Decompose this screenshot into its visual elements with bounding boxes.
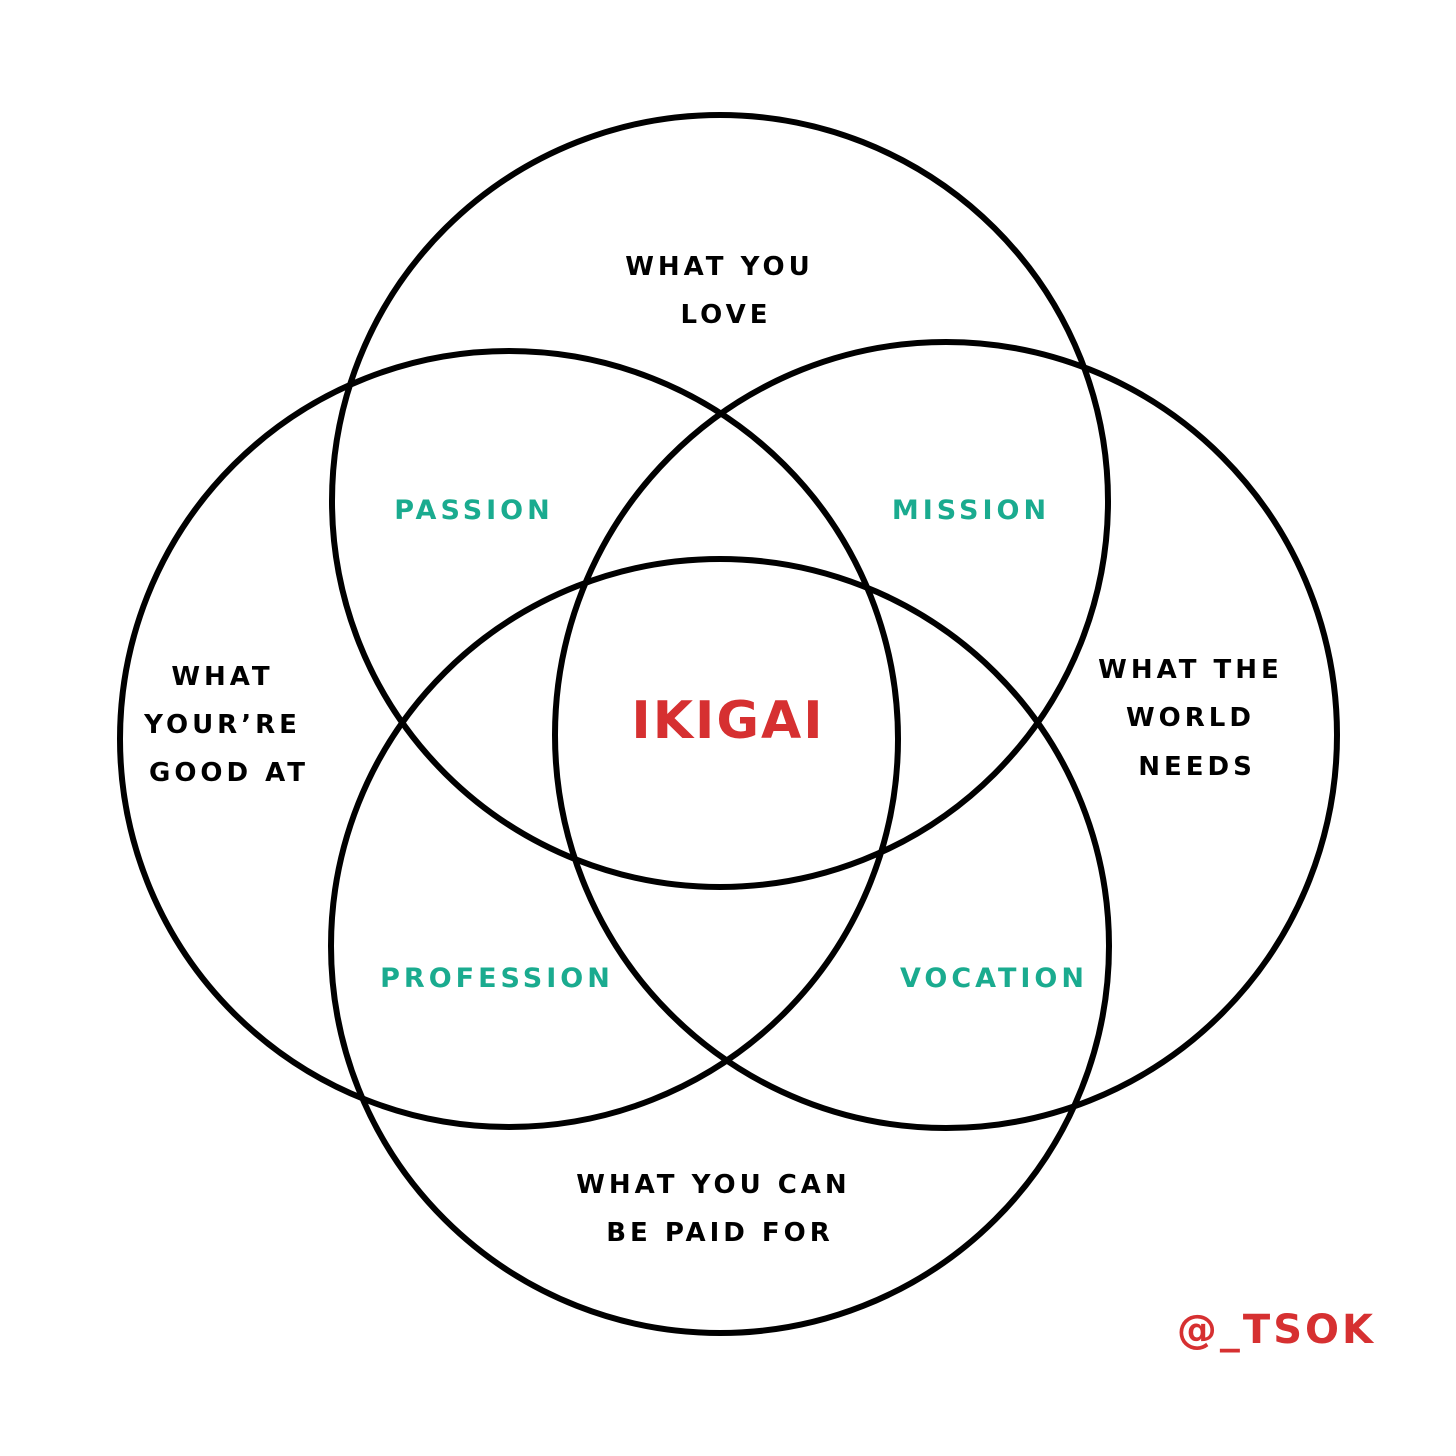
label-ikigai: IKIGAI — [631, 691, 824, 751]
label-line: WORLD — [1126, 703, 1255, 733]
author-handle: @_TSOK — [1177, 1307, 1376, 1353]
label-what-you-can-be-paid-for: WHAT YOU CAN BE PAID FOR — [576, 1170, 864, 1248]
label-passion: PASSION — [394, 495, 553, 526]
label-line: BE PAID FOR — [606, 1218, 834, 1248]
label-what-youre-good-at: WHAT YOUR’RE GOOD AT — [143, 662, 314, 788]
label-vocation: VOCATION — [900, 963, 1088, 994]
label-line: WHAT THE — [1098, 655, 1283, 685]
label-line: NEEDS — [1138, 752, 1256, 782]
circle-left — [117, 348, 901, 1130]
label-line: YOUR’RE — [143, 710, 301, 740]
label-line: GOOD AT — [149, 758, 309, 788]
label-line: LOVE — [681, 300, 772, 330]
circle-bottom — [328, 556, 1112, 1336]
label-profession: PROFESSION — [380, 963, 614, 994]
label-line: WHAT YOU CAN — [576, 1170, 850, 1200]
label-line: WHAT — [171, 662, 273, 692]
label-mission: MISSION — [892, 495, 1050, 526]
label-what-you-love: WHAT YOU LOVE — [625, 252, 827, 330]
circle-right — [552, 339, 1340, 1131]
circle-top — [329, 112, 1111, 890]
label-line: WHAT YOU — [625, 252, 813, 282]
label-what-the-world-needs: WHAT THE WORLD NEEDS — [1098, 655, 1296, 782]
